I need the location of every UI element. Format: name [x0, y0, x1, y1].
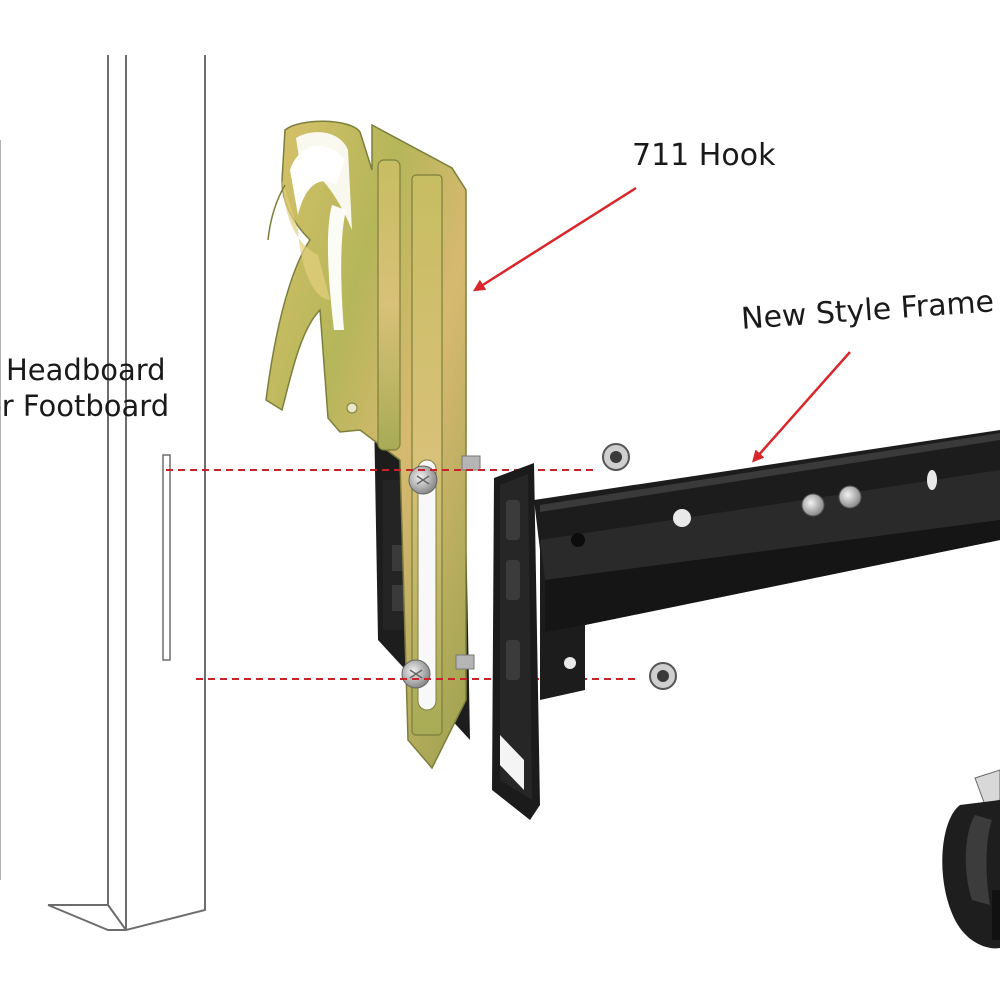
callout-arrows — [472, 186, 851, 463]
hook-bracket — [265, 120, 467, 770]
headboard-post — [0, 55, 206, 931]
bolt-icon — [401, 654, 475, 689]
bed-frame — [492, 430, 1000, 820]
headboard-label-line1: Headboard — [6, 353, 166, 387]
frame-arrow — [752, 351, 851, 463]
hook-arrow — [472, 186, 637, 292]
headboard-label: Headboard or Footboard — [0, 352, 185, 424]
nut-icon — [602, 443, 630, 471]
headboard-label-line2: or Footboard — [0, 389, 170, 423]
post-slot — [162, 454, 171, 661]
nut-icon — [649, 662, 677, 690]
hook-label: 711 Hook — [632, 138, 776, 173]
caster-wheel-icon — [942, 769, 1000, 949]
